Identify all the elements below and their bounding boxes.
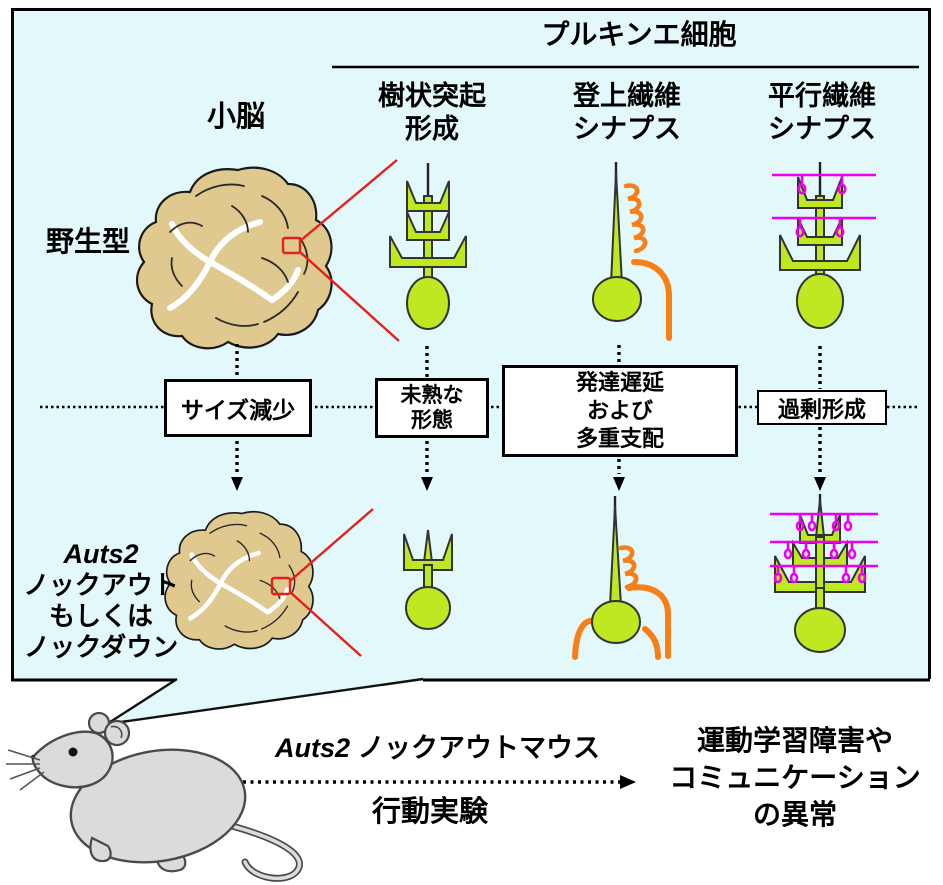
mouse-head bbox=[31, 730, 114, 789]
col-header-dendrite: 樹状突起 形成 bbox=[378, 81, 486, 144]
col-header-cerebellum: 小脳 bbox=[206, 101, 265, 133]
row-label-wildtype: 野生型 bbox=[45, 226, 130, 257]
bottom-title: Auts2 ノックアウトマウス bbox=[240, 733, 635, 765]
behavior-label: 行動実験 bbox=[371, 796, 488, 828]
row-label-knockout-rest: ノックアウト もしくは ノックダウン bbox=[23, 570, 179, 662]
mouse-rear-leg bbox=[156, 850, 187, 873]
mouse-tail bbox=[228, 822, 303, 882]
purkinje-header: プルキンエ細胞 bbox=[541, 19, 737, 50]
mouse-ear-front bbox=[87, 711, 111, 735]
effect-box-immature: 未熟な 形態 bbox=[375, 378, 489, 438]
mouse-body bbox=[69, 748, 247, 864]
col-header-parallel: 平行繊維 シナプス bbox=[768, 81, 876, 144]
col-header-climbing: 登上繊維 シナプス bbox=[573, 81, 681, 144]
effect-box-size: サイズ減少 bbox=[164, 379, 312, 437]
mouse-whiskers bbox=[6, 749, 45, 791]
gene-name: Auts2 bbox=[63, 539, 139, 569]
behavior-arrow bbox=[228, 775, 636, 789]
mouse-eye bbox=[68, 747, 78, 757]
effect-box-delay: 発達遅延 および 多重支配 bbox=[502, 365, 738, 457]
effect-box-excess: 過剰形成 bbox=[757, 390, 887, 425]
gene-name: Auts2 bbox=[275, 733, 351, 763]
bottom-title-rest: ノックアウトマウス bbox=[350, 733, 600, 763]
outcome-label: 運動学習障害や コミュニケーション の異常 bbox=[669, 725, 921, 830]
mouse-nose bbox=[30, 754, 36, 760]
mouse-front-leg bbox=[89, 836, 112, 863]
mouse-ear-back bbox=[103, 719, 131, 747]
row-label-knockout: Auts2 ノックアウト もしくは ノックダウン bbox=[8, 508, 194, 694]
